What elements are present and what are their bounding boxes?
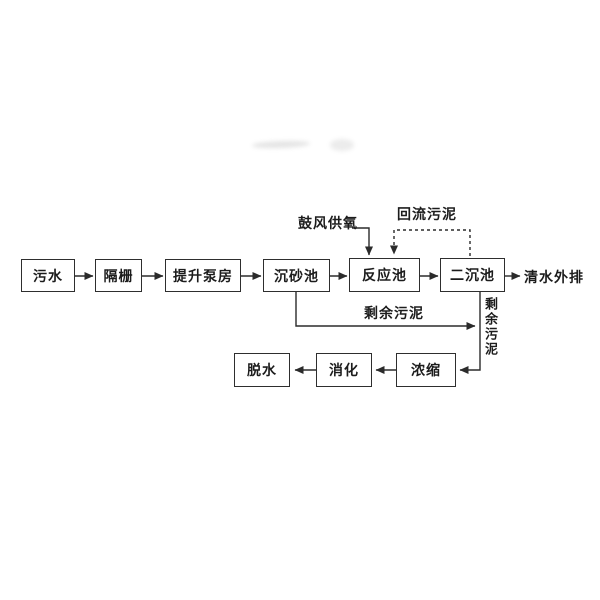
node-secondary-clarifier: 二沉池 [440,258,505,292]
node-sewage: 污水 [21,259,75,292]
node-thickening: 浓缩 [396,353,456,387]
label-blast-oxygen-supply: 鼓风供氧 [298,216,358,232]
ink-smudge [251,139,311,150]
label-return-sludge: 回流污泥 [397,207,457,223]
node-digestion: 消化 [316,353,372,387]
ink-smudge [330,139,354,151]
node-lift-pump-station: 提升泵房 [165,259,241,292]
label-excess-sludge-horizontal: 剩余污泥 [364,306,424,322]
node-grit-chamber: 沉砂池 [263,259,330,292]
connector-return-sludge [390,229,471,256]
label-excess-sludge-vertical: 剩余污泥 [482,297,497,357]
node-bar-screen: 隔栅 [95,259,142,292]
node-dewatering: 脱水 [234,353,290,387]
label-clear-water-outflow: 清水外排 [524,270,584,286]
connector-secondary-thickening [459,292,481,374]
node-reaction-tank: 反应池 [349,258,420,292]
